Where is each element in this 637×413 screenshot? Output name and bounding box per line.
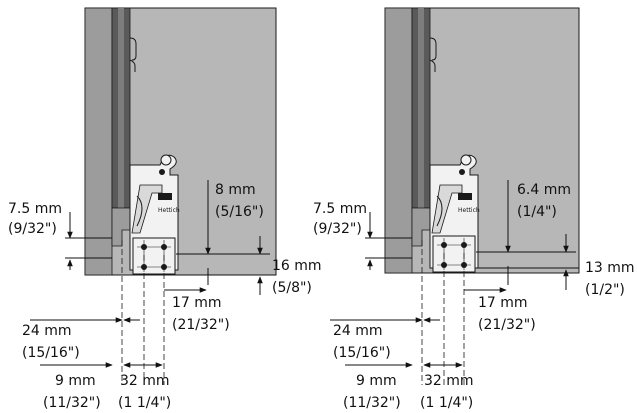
locking-device: Hettich	[429, 154, 480, 273]
svg-text:Hettich: Hettich	[158, 207, 180, 214]
offset-in-label: (21/32")	[172, 317, 230, 333]
diagram-right: Hettich 7.5 mm (9/32") 6.4 mm (1/4")	[313, 7, 635, 411]
depth-mm-label: 24 mm	[333, 323, 383, 339]
edge-mm-label: 9 mm	[356, 373, 397, 389]
offset-mm-label: 17 mm	[478, 295, 528, 311]
thickness-mm-label: 7.5 mm	[8, 201, 62, 217]
height-mm-label: 8 mm	[215, 182, 256, 198]
bottom-gap-mm-label: 16 mm	[272, 258, 322, 274]
spacing-mm-label: 32 mm	[424, 373, 474, 389]
depth-in-label: (15/16")	[22, 345, 80, 361]
runner-clip	[129, 59, 136, 72]
height-mm-label: 6.4 mm	[517, 182, 571, 198]
svg-text:Hettich: Hettich	[458, 207, 480, 214]
edge-in-label: (11/32")	[343, 395, 401, 411]
offset-mm-label: 17 mm	[172, 295, 222, 311]
thickness-mm-label: 7.5 mm	[313, 201, 367, 217]
height-in-label: (1/4")	[517, 204, 557, 220]
depth-mm-label: 24 mm	[22, 323, 72, 339]
runner-clip	[429, 59, 436, 72]
bottom-gap-in-label: (1/2")	[585, 282, 625, 298]
drawer-side-wall	[384, 7, 413, 274]
runner-clip	[429, 37, 437, 61]
spacing-in-label: (1 1/4")	[118, 395, 171, 411]
runner-rail-inner	[118, 8, 124, 208]
runner-rail-inner	[418, 8, 424, 208]
depth-in-label: (15/16")	[333, 345, 391, 361]
thickness-in-label: (9/32")	[313, 221, 362, 237]
drawer-side-wall	[84, 7, 113, 276]
runner-clip	[129, 37, 137, 61]
spacing-mm-label: 32 mm	[120, 373, 170, 389]
thickness-in-label: (9/32")	[8, 221, 57, 237]
offset-in-label: (21/32")	[478, 317, 536, 333]
bottom-gap-in-label: (5/8")	[272, 280, 312, 296]
locking-device: Hettich	[129, 154, 180, 275]
diagram-left: Hettich 7.5 mm (9/32") 8 mm (5/16")	[8, 7, 322, 411]
spacing-in-label: (1 1/4")	[420, 395, 473, 411]
edge-mm-label: 9 mm	[55, 373, 96, 389]
edge-in-label: (11/32")	[43, 395, 101, 411]
bottom-gap-mm-label: 13 mm	[585, 260, 635, 276]
height-in-label: (5/16")	[215, 204, 264, 220]
